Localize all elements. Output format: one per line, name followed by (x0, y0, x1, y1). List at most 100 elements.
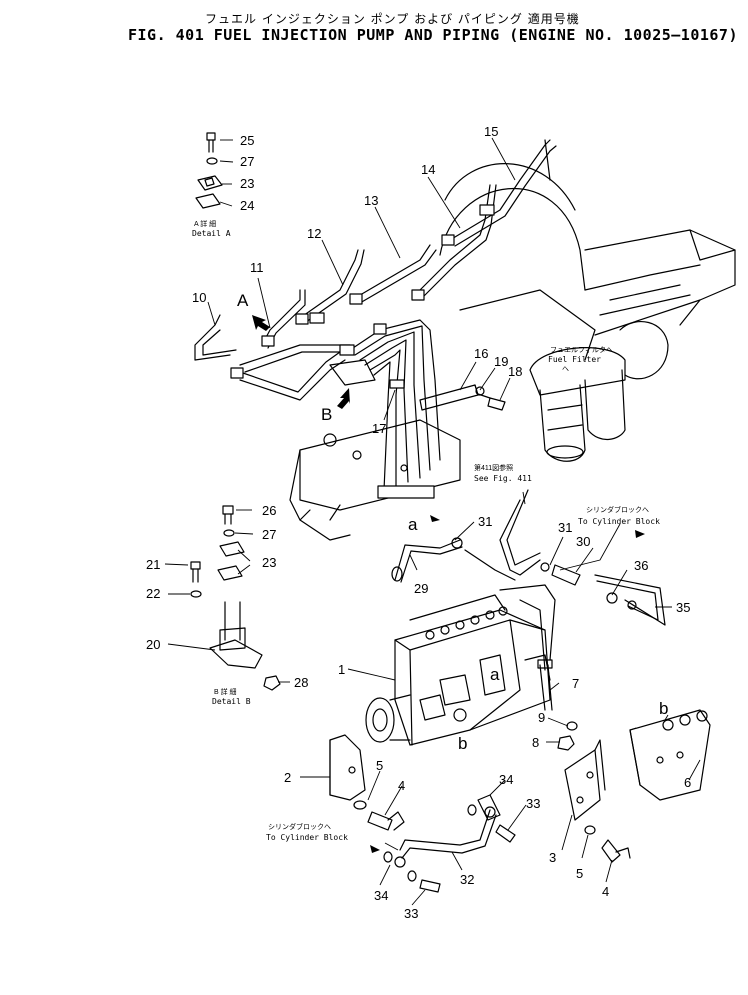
callout-12: 12 (307, 226, 321, 241)
callout-34-a: 34 (499, 772, 513, 787)
detail-a-bolt-25 (206, 132, 216, 153)
washer-5-right (584, 825, 596, 835)
view-arrow-a (252, 315, 270, 331)
callout-5-b: 5 (576, 866, 583, 881)
callout-8: 8 (532, 735, 539, 750)
detail-b-label-jp: B 詳 細 (214, 687, 237, 696)
detail-a-clamp-23 (197, 175, 223, 191)
callout-4-b: 4 (602, 884, 609, 899)
cylinder-block-note-2: To Cylinder Block (266, 833, 348, 842)
detail-b-label: Detail B (212, 697, 251, 706)
view-label-a: A (237, 291, 249, 310)
callout-13: 13 (364, 193, 378, 208)
callout-23-a: 23 (240, 176, 254, 191)
callout-32: 32 (460, 872, 474, 887)
callout-19: 19 (494, 354, 508, 369)
injection-pipes (194, 139, 557, 491)
callout-10: 10 (192, 290, 206, 305)
detail-a-label-jp: A 詳 細 (194, 219, 216, 228)
pointer-arrow-cyl-block-2 (370, 845, 380, 853)
gasket-34-bottom (383, 851, 417, 882)
callout-6: 6 (684, 775, 691, 790)
banjo-bolt-33-top (495, 824, 516, 843)
detail-b-clamps-23 (217, 541, 245, 581)
bolt-4-left (367, 811, 405, 831)
banjo-bolt-30 (540, 562, 581, 586)
washer-5-left (353, 800, 367, 810)
injection-pump-body (365, 584, 556, 746)
cylinder-block-note-2-jp: シリンダブロックへ (268, 822, 331, 831)
cylinder-block-note-1: To Cylinder Block (578, 517, 660, 526)
callout-18: 18 (508, 364, 522, 379)
figure-title-japanese: フュエル インジェクション ポンプ および パイピング 適用号機 (205, 12, 580, 26)
callout-33-a: 33 (526, 796, 540, 811)
callout-15: 15 (484, 124, 498, 139)
bolt-18 (475, 386, 506, 411)
callout-20: 20 (146, 637, 160, 652)
banjo-bolt-33-bottom (419, 879, 441, 893)
detail-b-bracket-20 (209, 601, 263, 669)
engine-block-outline (289, 163, 736, 541)
detail-b-washer-22 (190, 590, 202, 598)
callout-11: 11 (250, 260, 264, 275)
callout-21: 21 (146, 557, 160, 572)
callout-22: 22 (146, 586, 160, 601)
callout-26: 26 (262, 503, 276, 518)
callout-31-b: 31 (558, 520, 572, 535)
callout-14: 14 (421, 162, 435, 177)
bracket-6 (629, 709, 711, 801)
callout-4-a: 4 (398, 778, 405, 793)
figure-title: FIG. 401 FUEL INJECTION PUMP AND PIPING … (128, 26, 738, 44)
cylinder-block-note-1-jp: シリンダブロックへ (586, 505, 649, 514)
callout-29: 29 (414, 581, 428, 596)
connection-label-a-1: a (408, 515, 418, 534)
callout-17: 17 (372, 421, 386, 436)
callout-36: 36 (634, 558, 648, 573)
detail-a-clamp-24 (195, 193, 221, 209)
callout-27-b: 27 (262, 527, 276, 542)
washer-9 (566, 721, 578, 731)
bracket-2 (329, 734, 366, 801)
detail-b-nut-28 (263, 675, 281, 691)
callout-7: 7 (572, 676, 579, 691)
callout-34-b: 34 (374, 888, 388, 903)
pipe-clamps (230, 204, 495, 499)
fuel-filter-note-jp-2: へ (562, 366, 569, 373)
callout-2: 2 (284, 770, 291, 785)
callout-23-b: 23 (262, 555, 276, 570)
bracket-3 (564, 739, 606, 821)
callout-33-b: 33 (404, 906, 418, 921)
callout-9: 9 (538, 710, 545, 725)
callout-25: 25 (240, 133, 254, 148)
detail-a-label: Detail A (192, 229, 231, 238)
gasket-34-top (467, 794, 501, 821)
view-arrow-b (337, 388, 350, 409)
bolt-4-right (601, 839, 631, 863)
stud-bolt-7 (537, 659, 553, 711)
fuel-filter-assembly (529, 347, 626, 462)
callout-16: 16 (474, 346, 488, 361)
callout-5-a: 5 (376, 758, 383, 773)
callout-30: 30 (576, 534, 590, 549)
detail-b-bolt-26 (222, 505, 234, 525)
view-label-b: B (321, 405, 332, 424)
callout-24: 24 (240, 198, 254, 213)
connection-label-b-1: b (458, 734, 467, 753)
callout-28: 28 (294, 675, 308, 690)
pointer-arrow-cyl-block-1 (635, 530, 645, 538)
callout-1: 1 (338, 662, 345, 677)
return-pipe-32 (394, 806, 497, 868)
pointer-arrow-a (430, 515, 440, 522)
connection-label-a-2: a (490, 665, 500, 684)
detail-b-washer-27 (223, 529, 235, 537)
hose-to-fig411 (464, 489, 541, 581)
detail-a-washer-27 (206, 157, 218, 165)
callout-3: 3 (549, 850, 556, 865)
callout-35: 35 (676, 600, 690, 615)
see-fig-note: See Fig. 411 (474, 474, 532, 483)
fuel-pipe-29 (391, 537, 463, 583)
see-fig-note-jp: 第411図参照 (474, 463, 513, 472)
callout-27-a: 27 (240, 154, 254, 169)
detail-b-bolt-21 (190, 561, 201, 583)
